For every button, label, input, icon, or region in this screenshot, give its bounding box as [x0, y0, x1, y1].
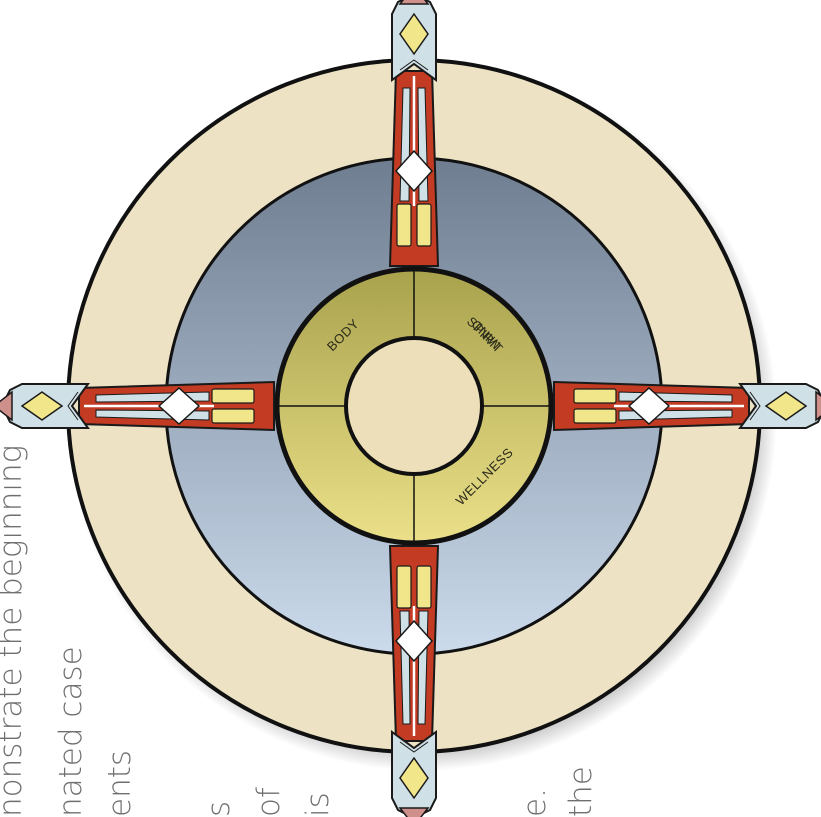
arrow-arm-east — [554, 382, 821, 430]
center-circle — [346, 338, 482, 474]
arrow-arm-west — [0, 382, 274, 430]
arrow-arm-south — [390, 546, 438, 817]
arrow-arm-north — [390, 0, 438, 266]
